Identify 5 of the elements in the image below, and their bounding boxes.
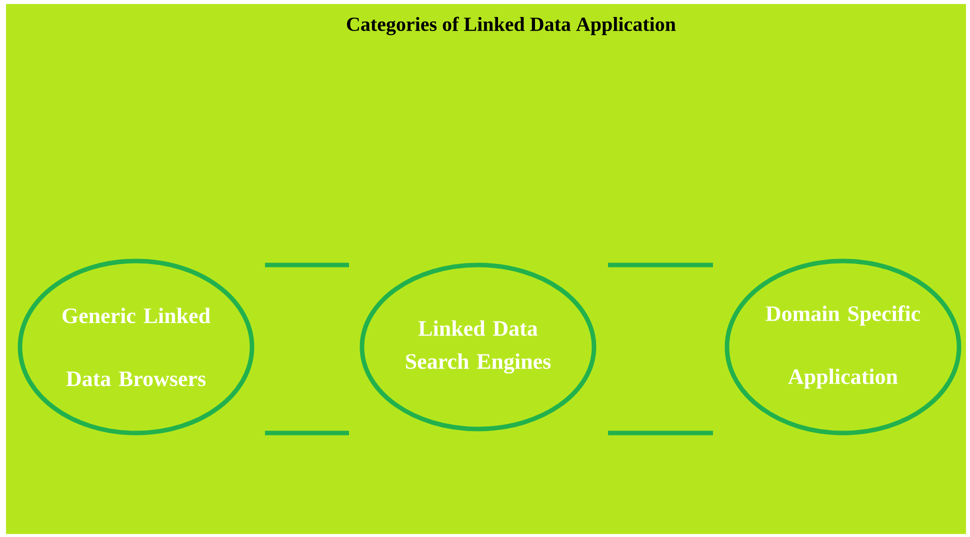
connector-line xyxy=(265,262,349,268)
title: Categories of Linked Data Application xyxy=(346,16,676,36)
connector-line xyxy=(608,430,713,436)
connector-line xyxy=(608,262,713,268)
connector-line xyxy=(265,430,349,436)
